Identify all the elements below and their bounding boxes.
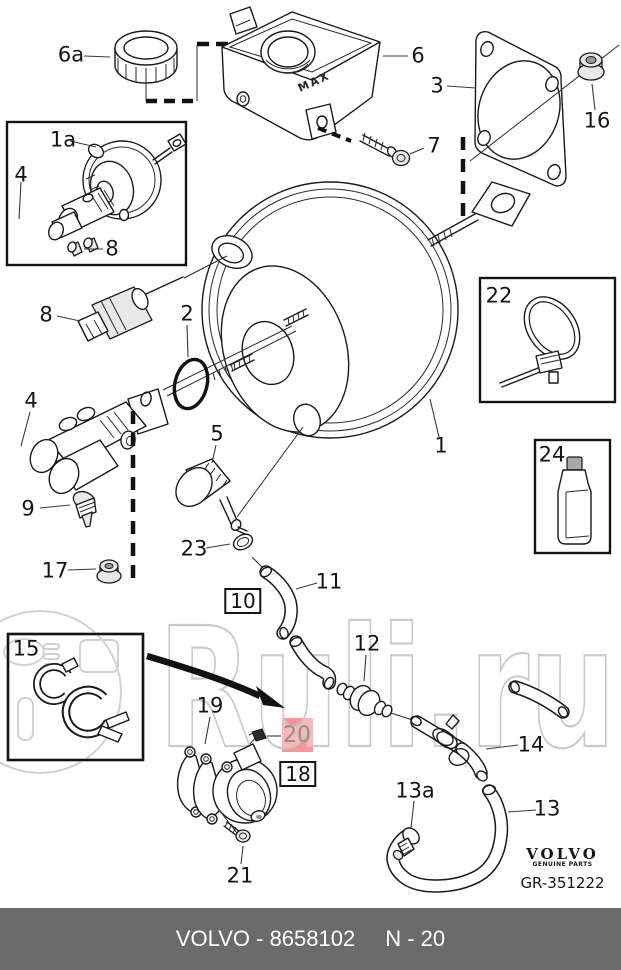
callout-4: 4	[24, 388, 38, 413]
callout-11: 11	[315, 569, 343, 594]
callout-8-inset: 8	[105, 236, 119, 261]
part-20-clip	[248, 728, 267, 742]
inset-box-22	[478, 276, 617, 404]
callout-13: 13	[533, 796, 561, 821]
callout-12: 12	[353, 631, 381, 656]
part-21-bolt	[223, 820, 251, 843]
part-6a-reservoir-cap	[114, 30, 178, 84]
part-11-hose-elbow	[289, 635, 337, 690]
part-11-hose	[259, 565, 298, 640]
part-19-pump-bracket	[176, 735, 278, 834]
part-14-hose-segment	[508, 680, 570, 719]
callout-1: 1	[434, 433, 448, 458]
callout-15: 15	[12, 636, 40, 661]
callout-4-inset: 4	[14, 162, 28, 187]
part-4-master-cylinder	[29, 388, 169, 495]
watermark-logo-circle	[0, 610, 122, 774]
inset-box-24	[533, 438, 612, 555]
part-9-sensor	[72, 490, 97, 528]
highlight-20-rect	[282, 718, 313, 752]
pointer-arrow	[146, 652, 285, 708]
highlight-20-marker	[282, 718, 313, 752]
part-13a-connector	[392, 827, 420, 861]
callout-24: 24	[538, 442, 566, 467]
callout-5: 5	[210, 421, 224, 446]
part-6-reservoir: MAX	[221, 6, 381, 141]
callout-1a: 1a	[49, 127, 77, 152]
callout-13a: 13a	[395, 778, 435, 803]
footer-part-number: VOLVO - 8658102	[175, 926, 356, 951]
drawing-code: GR-351222	[520, 874, 605, 892]
part-3-gasket	[469, 30, 620, 187]
leader-lines	[20, 55, 596, 865]
part-16-nut	[577, 52, 605, 81]
callout-6: 6	[411, 43, 425, 68]
callout-9: 9	[21, 496, 35, 521]
callout-22: 22	[485, 283, 513, 308]
part-17-nut	[96, 559, 122, 584]
part-23-clamp	[232, 526, 267, 572]
callout-23: 23	[180, 536, 208, 561]
brand-logo-text: VOLVO	[526, 845, 599, 863]
callout-16: 16	[583, 108, 611, 133]
callout-8: 8	[39, 302, 53, 327]
footer-bar: VOLVO - 8658102 N - 20	[0, 908, 621, 970]
part-8-sensor	[77, 255, 228, 342]
callout-2: 2	[180, 301, 194, 326]
callout-7: 7	[427, 133, 441, 158]
callout-20-highlighted: 20	[283, 723, 311, 748]
part-2-oring	[172, 357, 210, 411]
part-15-clamps	[6, 632, 145, 762]
footer-page-number: N - 20	[385, 926, 446, 951]
part-14-check-valve	[410, 714, 488, 782]
inset-box-1a	[5, 120, 188, 267]
part-1-brake-booster	[162, 181, 531, 439]
callout-10: 10	[224, 588, 262, 614]
callout-17: 17	[41, 558, 69, 583]
diagram-canvas: Ruli.ru MAX	[0, 6, 620, 893]
callout-14: 14	[517, 732, 545, 757]
brand-tagline: GENUINE PARTS	[532, 861, 593, 868]
brand-block: VOLVO GENUINE PARTS GR-351222	[515, 845, 610, 892]
callout-21: 21	[226, 863, 254, 888]
watermark-text: Ruli.ru	[158, 593, 616, 786]
callout-18: 18	[279, 761, 317, 787]
callout-19: 19	[196, 693, 224, 718]
part-7-screw	[317, 126, 411, 167]
callout-6a: 6a	[57, 42, 85, 67]
callout-3: 3	[430, 73, 444, 98]
part-5-vacuum-fitting	[175, 426, 304, 531]
